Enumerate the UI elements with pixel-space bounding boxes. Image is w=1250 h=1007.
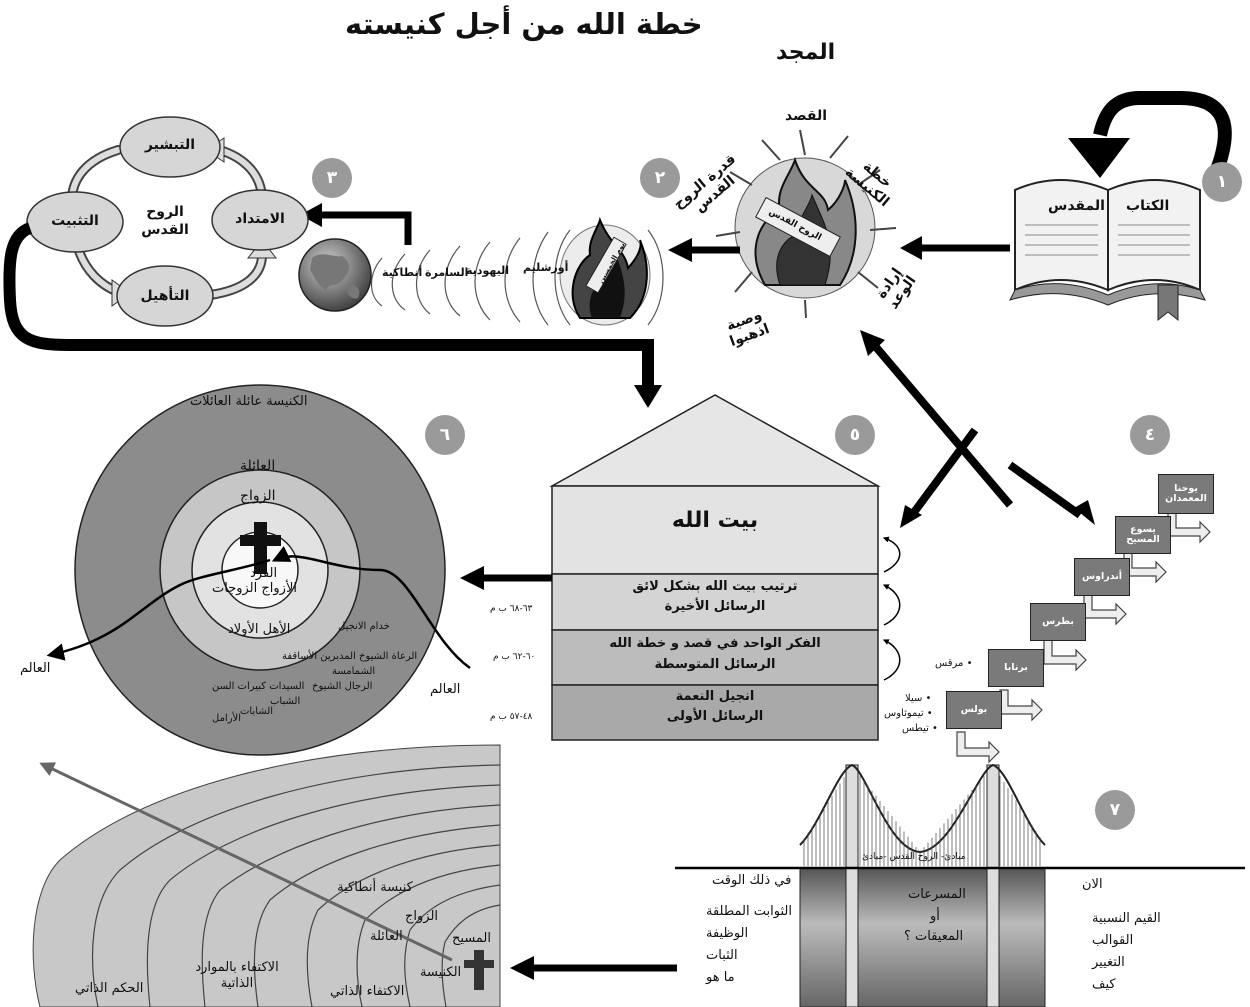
middle-item-2: أو [930,909,940,924]
companion-silas-text: سيلا [905,693,923,704]
companion-titus-text: تيطس [902,723,929,734]
city-samaria: السامرة [425,266,469,279]
middle-item-3: المعيقات ؟ [904,929,964,944]
apostle-barnabas: برنابا [988,649,1044,687]
bible-label-right: المقدس [1048,198,1105,214]
bible-label-left: الكتاب [1126,198,1170,214]
cycle-center-label: الروح القدس [141,204,189,239]
now-item-1: القيم النسبية [1092,911,1161,926]
big-fire [715,129,897,319]
city-antioch: أنطاكية [382,266,423,279]
now-item-2: القوالب [1092,933,1134,948]
spouses-label: الأزواج الزوجات [212,581,297,596]
young-women-label: الشابات [240,706,274,717]
companion-mark: • مرقس [935,658,973,669]
now-item-3: التغيير [1092,955,1125,970]
floor-2-line2: الرسائل المتوسطة [654,657,776,672]
spread-arcs [370,229,664,326]
floor-1-dates: ٤٨-٥٧ ب م [490,712,533,722]
floor-arrows [882,536,901,681]
spectrum-church: الكنيسة [420,965,462,980]
widows-label: الأرامل [212,713,242,724]
individual-label: الفرد [250,566,278,581]
world-left-label: العالم [20,661,51,676]
house-of-god [549,394,881,741]
purpose-label: القصد [785,108,828,124]
apostle-peter: بطرس [1030,603,1086,641]
principles-label: مبادئ- الروح القدس -مبادئ [862,852,966,862]
young-men-label: الشباب [270,696,301,707]
then-item-3: الثبات [706,948,738,963]
then-item-1: الثوابت المطلقة [706,904,792,919]
servants-label: خدام الانجيل [338,621,390,632]
parents-label: الأهل الأولاد [228,622,291,637]
city-judea: اليهودية [466,264,509,277]
establishment-label: التثبيت [51,213,99,229]
evangelism-label: التبشير [144,137,196,153]
deacons-label: الشمامسة [332,666,376,677]
spectrum-marriage: الزواج [405,909,439,924]
companion-silas: • سيلا [905,693,932,704]
floor-2-dates: ٦٠-٦٢ ب م [493,652,536,662]
step-number-2: ٢ [640,158,680,198]
spectrum-family: العائلة [370,929,403,944]
step-number-3: ٣ [312,158,352,198]
floor-3-dates: ٦٣-٦٨ ب م [490,604,533,614]
step-number-7: ٧ [1095,790,1135,830]
small-fire [559,216,651,326]
then-label: في ذلك الوقت [712,873,792,888]
companion-timothy: • تيموثاوس [884,708,933,719]
bridge [675,763,1245,1007]
companion-titus: • تيطس [902,723,938,734]
spectrum-christ: المسيح [452,931,491,946]
family-circle-title: الكنيسة عائلة العائلات [190,394,308,409]
step-number-4: ٤ [1130,415,1170,455]
then-item-2: الوظيفة [706,926,749,941]
floor-1-line2: الرسائل الأولى [666,709,764,724]
floor-3-line2: الرسائل الأخيرة [664,599,766,614]
companion-mark-text: مرقس [935,658,964,669]
cycle-diagram [26,116,309,327]
qualification-label: التأهيل [140,288,190,304]
cross-icon [464,950,494,990]
world-right-label: العالم [430,682,461,697]
spectrum-antioch-church: كنيسة أنطاكية [337,880,413,895]
main-title: خطة الله من أجل كنيسته [345,7,703,41]
extension-label: الامتداد [235,211,285,227]
then-item-4: ما هو [706,970,735,985]
marriage-label: الزواج [240,488,276,504]
apostle-paul: بولس [946,691,1002,729]
middle-item-1: المسرعات [908,887,966,902]
apostle-andrew: أندراوس [1074,558,1130,596]
apostle-jesus: يسوع المسيح [1115,516,1171,554]
apostle-john-baptist: يوحنا المعمدان [1158,474,1214,514]
now-label: الان [1082,877,1103,892]
companion-timothy-text: تيموثاوس [884,708,924,719]
step-number-5: ٥ [835,415,875,455]
floor-3-line1: ترتيب بيت الله بشكل لائق [632,579,798,594]
older-women-label: السيدات كبيرات السن [212,681,305,692]
shepherds-label: الرعاة الشيوخ المدبرين الأساقفة [282,651,418,662]
step-number-6: ٦ [425,415,465,455]
glory-label: المجد [776,40,836,65]
spectrum [32,744,501,1007]
bible-book [1009,179,1206,322]
step-number-1: ١ [1202,162,1242,202]
older-men-label: الرجال الشيوخ [312,681,373,692]
city-jerusalem: أورشليم [523,261,569,274]
spectrum-self-rule: الحكم الذاتي [75,981,144,996]
floor-2-line1: الفكر الواحد في قصد و خطة الله [609,636,821,651]
family-circles [46,384,471,756]
family-label: العائلة [240,458,276,474]
globe-icon [298,238,372,312]
spectrum-self-resources: الاكتفاء بالموارد الذاتية [195,960,279,992]
spectrum-self-sufficiency: الاكتفاء الذاتي [330,984,405,999]
floor-1-line1: انجيل النعمة [675,689,755,704]
now-item-4: كيف [1092,977,1116,992]
house-title: بيت الله [671,508,759,533]
